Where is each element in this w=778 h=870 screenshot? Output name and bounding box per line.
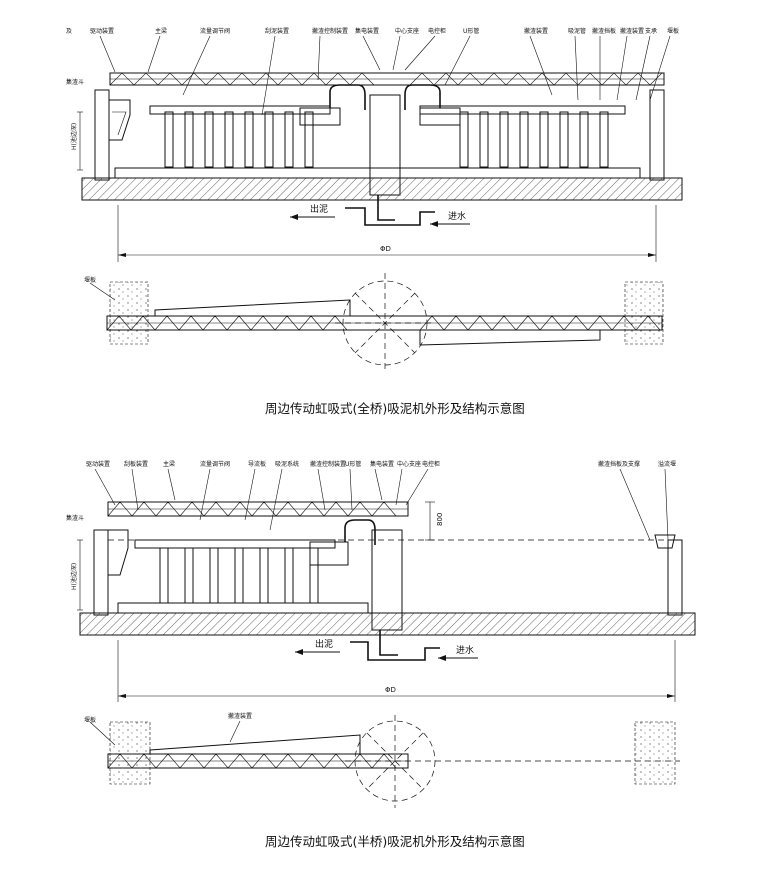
label-in-water-1: 进水 <box>448 210 466 222</box>
label-main-beam: 主梁 <box>155 27 167 35</box>
suction-pipes-2 <box>159 547 319 604</box>
label2-drive-device: 驱动装置 <box>86 460 110 468</box>
tank-section-1 <box>77 84 683 226</box>
label2-collector: 集电装置 <box>370 460 394 468</box>
label-flow-valve: 流量调节阀 <box>200 27 230 35</box>
label-plan-weir-2: 堰板 <box>84 716 96 724</box>
label-collector: 集电装置 <box>355 27 379 35</box>
label-skim-device: 撇渣装置 <box>524 27 548 35</box>
label2-suction-system: 吸泥系统 <box>275 460 299 468</box>
label-diameter-2: ΦD <box>385 686 396 694</box>
label2-u-pipe: U形管 <box>345 460 361 468</box>
caption-full-bridge: 周边传动虹吸式(全桥)吸泥机外形及结构示意图 <box>265 401 525 416</box>
label-suction-pipe: 吸泥管 <box>568 27 586 35</box>
leader-lines-1 <box>99 35 671 116</box>
label2-guide-plate: 导流板 <box>248 460 266 468</box>
diameter-dim-2: ΦD <box>117 640 676 702</box>
label-in-water-2: 进水 <box>456 644 474 656</box>
label-scraper: 刮泥装置 <box>265 27 289 35</box>
label-diameter-1: ΦD <box>380 245 391 253</box>
label-out-sludge-2: 出泥 <box>315 638 333 650</box>
label2-overflow-weir: 溢流堰 <box>658 460 676 468</box>
label-plan-skim-2: 撇渣装置 <box>228 712 252 720</box>
label-out-sludge-1: 出泥 <box>310 203 328 215</box>
plan-view-2 <box>89 715 680 808</box>
label-800: 800 <box>436 513 444 526</box>
flow-arrows-2: 出泥 进水 <box>295 638 478 661</box>
label-control-cabinet: 电控柜 <box>428 27 446 35</box>
tank-section-2 <box>77 519 696 661</box>
label-center-support: 中心支座 <box>395 27 419 35</box>
label2-scraper-plate: 刮板装置 <box>124 460 148 468</box>
diameter-dim-1: ΦD <box>117 205 657 262</box>
label-plan-weir-1: 堰板 <box>84 276 96 284</box>
label-scum-trough-1: 集渣斗 <box>66 78 84 86</box>
label-support: 支承 <box>645 27 657 35</box>
label-skim-device-2: 撇渣装置 <box>620 27 644 35</box>
label2-skim-control: 撇渣控制装置 <box>310 460 346 468</box>
corner-mark: 及 <box>66 28 72 35</box>
label-u-pipe: U形管 <box>463 27 479 35</box>
label-pool-depth-1: H(池边深) <box>70 123 78 150</box>
label-drive-device: 驱动装置 <box>90 27 114 35</box>
label2-skim-baffle: 撇渣挡板及支撑 <box>598 460 640 468</box>
label-pool-depth-2: H(池边深) <box>70 563 78 590</box>
label-row-1: 及 驱动装置 主梁 流量调节阀 刮泥装置 撇渣控制装置 集电装置 中心支座 电控… <box>66 27 679 35</box>
suction-pipes-1 <box>164 111 609 168</box>
label-row-2: 驱动装置 刮板装置 主梁 流量调节阀 导流板 吸泥系统 撇渣控制装置 U形管 集… <box>86 460 676 468</box>
label2-main-beam: 主梁 <box>163 460 175 468</box>
truss-bridge-1 <box>109 72 665 86</box>
label-scum-trough-2: 集渣斗 <box>66 514 84 522</box>
plan-view-1 <box>89 273 664 373</box>
label2-control-cabinet: 电控柜 <box>422 460 440 468</box>
flow-arrows-1: 出泥 进水 <box>290 203 470 227</box>
label2-flow-valve: 流量调节阀 <box>200 460 230 468</box>
leader-lines-2 <box>94 468 669 541</box>
label-skim-control: 撇渣控制装置 <box>312 27 348 35</box>
truss-bridge-2 <box>107 501 409 517</box>
label-weir: 堰板 <box>667 27 679 35</box>
diagram-half-bridge: 驱动装置 刮板装置 主梁 流量调节阀 导流板 吸泥系统 撇渣控制装置 U形管 集… <box>66 460 696 849</box>
label2-center-support: 中心支座 <box>397 460 421 468</box>
caption-half-bridge: 周边传动虹吸式(半桥)吸泥机外形及结构示意图 <box>265 834 525 849</box>
diagram-full-bridge: 及 驱动装置 主梁 流量调节阀 刮泥装置 撇渣控制装置 集电装置 中心支座 电控… <box>66 27 683 416</box>
label-skim-baffle: 撇渣挡板 <box>592 27 616 35</box>
dim-800: 800 <box>425 501 444 541</box>
